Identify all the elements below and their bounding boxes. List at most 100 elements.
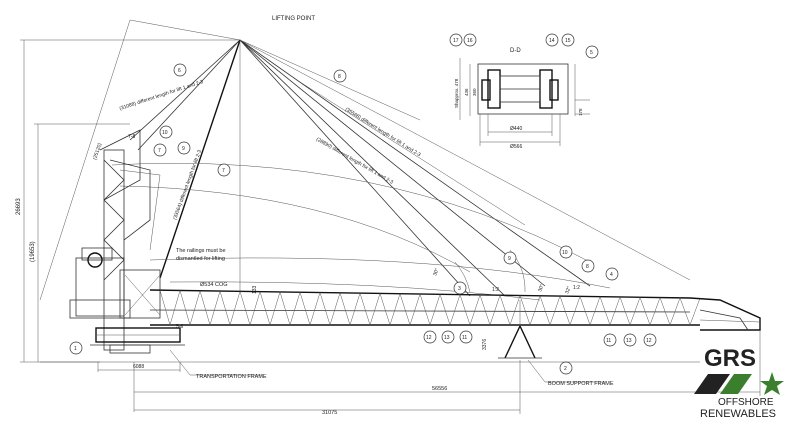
boom-brace [169,290,181,326]
svg-text:6: 6 [178,68,181,74]
sling-a-label: (35568) different length for lift 1 and … [344,107,422,159]
railing-note-line1: The railings must be [176,248,226,254]
callout-bubble: 16 [463,33,477,47]
svg-text:9: 9 [182,146,185,152]
boom-brace [599,296,611,326]
boom-brace [499,295,511,326]
logo-mark: GRS [704,345,756,372]
boom-brace [289,292,301,326]
callout-bubble: 2 [559,361,573,375]
svg-text:1: 1 [74,346,77,352]
boom-brace [609,296,621,326]
overall-height-label: 26693 [16,198,22,215]
cog-distance-label: 31075 [322,410,337,416]
boom-brace [349,293,361,326]
section-title: D-D [510,48,521,54]
boom-brace [319,292,331,326]
svg-text:4: 4 [610,272,613,278]
svg-text:5: 5 [590,50,593,56]
section-d1-label: Ø440 [510,126,522,132]
logo-line2: RENEWABLES [700,408,776,420]
callout-bubble: 10 [559,245,573,259]
boom-brace [259,291,271,326]
boom-brace [529,295,541,326]
boom-brace [639,297,651,326]
boom-brace [179,290,191,326]
lifting-point-label: LIFTING POINT [272,16,315,22]
callout-bubble: 7 [153,143,167,157]
lifting-slings: LIFTING POINT (35568) different length f… [39,16,691,301]
overall-height-dimension: 26693 [16,39,240,363]
svg-text:12: 12 [426,335,432,341]
boom-brace [559,295,571,326]
logo-star [760,372,784,395]
callout-bubble: 8 [333,69,347,83]
boom-support-frame: 3376 [482,300,542,359]
boom-brace [239,291,251,326]
svg-text:3: 3 [458,286,461,292]
lattice-boom [149,289,761,331]
boom-brace [279,291,291,326]
boom-brace [399,293,411,326]
callout-bubble: 1 [69,341,83,355]
boom-brace [229,291,241,326]
callout-bubble: 3 [453,281,467,295]
svg-text:8: 8 [586,264,589,270]
cog-label: Ø534 COG [200,282,228,288]
callout-bubble: 12 [643,333,657,347]
svg-text:10: 10 [162,130,168,136]
callout-bubble: 13 [623,333,637,347]
callout-bubble: 7 [217,163,231,177]
boom-brace [269,291,281,326]
callout-bubble: 14 [545,33,559,47]
boom-brace [159,290,171,326]
boom-brace [369,293,381,326]
callout-bubble: 6 [173,63,187,77]
boom-brace [539,295,551,326]
boom-brace [519,295,531,326]
boom-brace [649,297,661,326]
mast-height-label: (19653) [30,241,36,262]
boom-brace [679,297,691,326]
boom-brace [469,294,481,326]
frame-height-label: 3376 [482,339,488,350]
boom-brace [689,298,701,326]
svg-text:11: 11 [606,338,611,344]
angle-3-label: 32° [564,286,572,295]
svg-text:7: 7 [158,148,161,154]
boom-brace [449,294,461,326]
boom-brace [189,290,201,326]
section-h3-label: 360 [472,88,477,96]
boom-support-frame-label: BOOM SUPPORT FRAME [548,381,614,387]
svg-text:13: 13 [444,335,450,341]
callouts: 17 16 14 15 5 6 8 10 9 7 7 1 2 3 9 10 8 … [69,33,657,375]
boom-brace [479,294,491,326]
sling-b-label: (28890) different length for lift 1 and … [315,137,394,186]
boom-brace [199,290,211,326]
svg-text:14: 14 [549,38,555,44]
svg-text:2: 2 [564,366,567,372]
boom-brace [389,293,401,326]
boom-brace [329,292,341,326]
logo-line1: OFFSHORE [718,397,774,408]
boom-brace [659,297,671,326]
boom-brace [629,297,641,326]
boom-brace [589,296,601,326]
boom-brace [219,290,231,326]
callout-bubble: 15 [561,33,575,47]
boom-brace [439,294,451,326]
boom-brace [409,293,421,326]
ratio-label-b: 5-6 [176,324,183,330]
svg-text:12: 12 [646,338,652,344]
section-d2-label: Ø566 [510,144,522,150]
grs-logo: GRS OFFSHORE RENEWABLES [694,345,784,420]
svg-text:17: 17 [453,38,459,44]
callout-bubble: 11 [459,330,473,344]
callout-bubble: 17 [449,33,463,47]
boom-brace [209,290,221,326]
total-length-label: 56556 [432,386,447,392]
boom-brace [669,297,681,326]
angle-2-label: 30° [537,284,545,293]
ratio-1-label: 1:2 [492,287,499,293]
boom-brace [489,295,501,326]
